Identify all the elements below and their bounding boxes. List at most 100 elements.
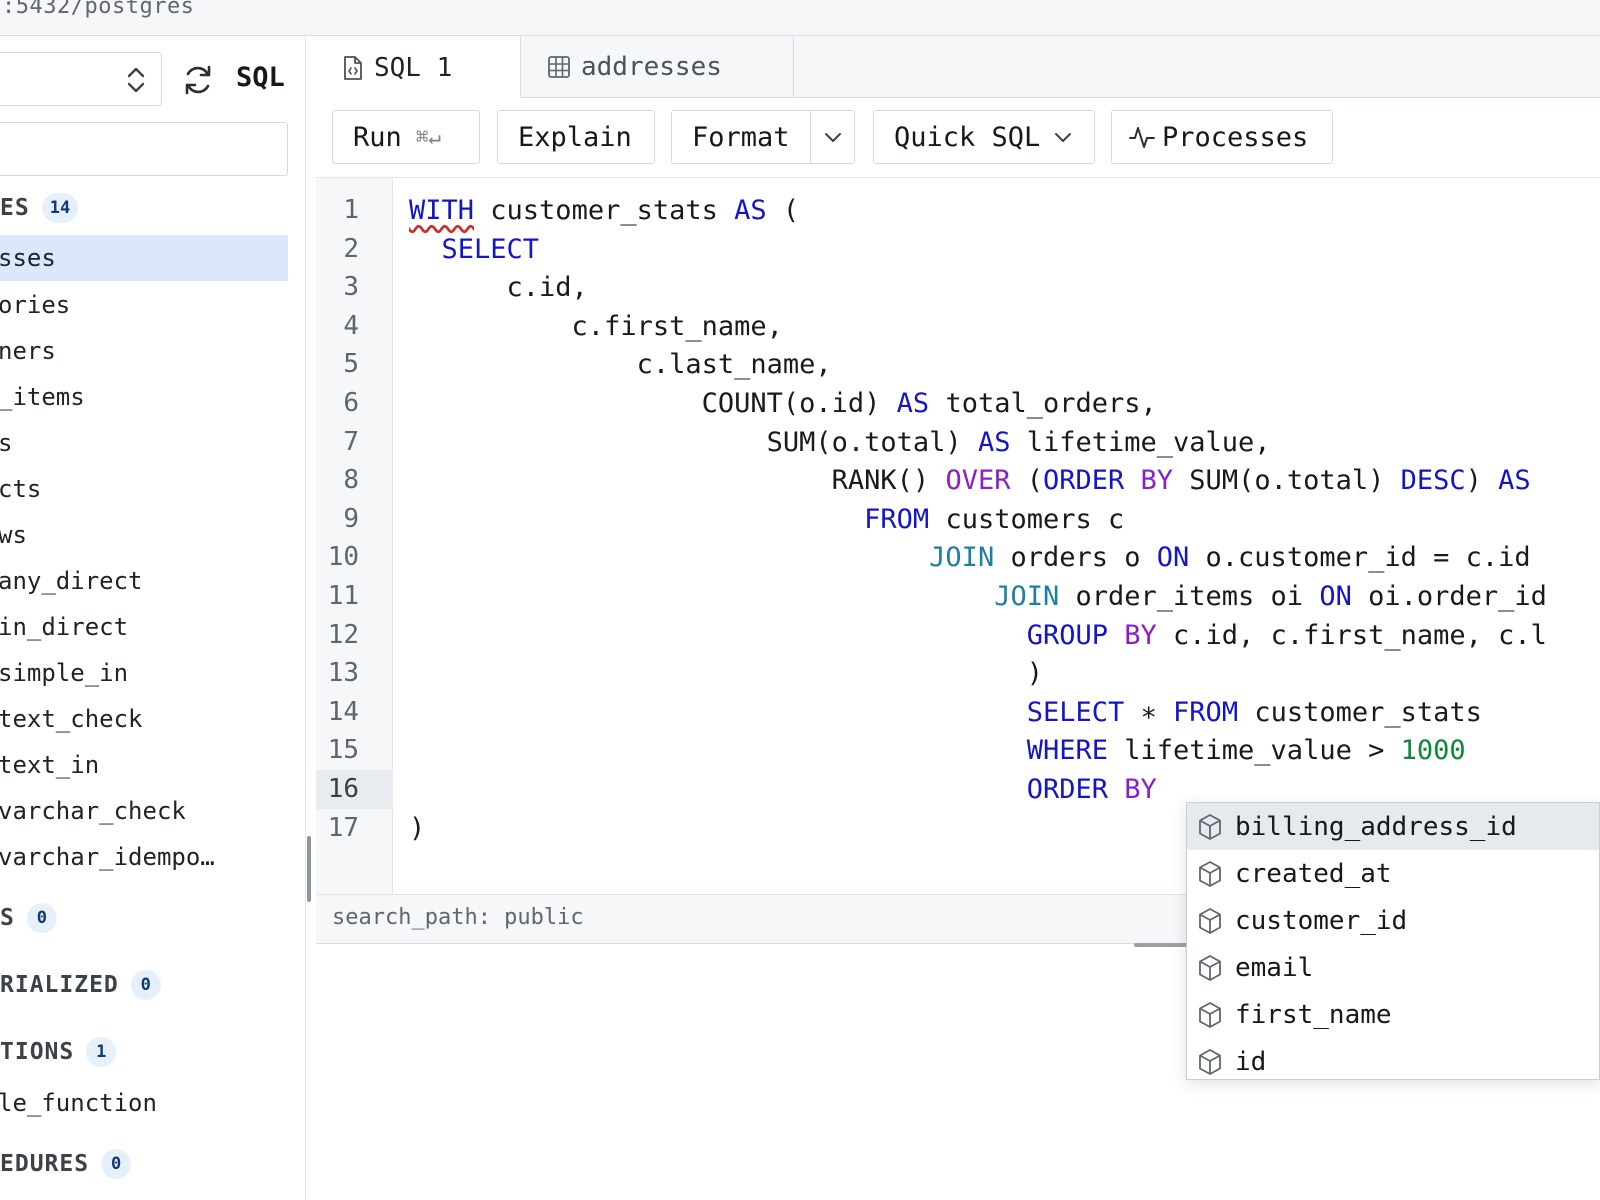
- format-options-dropdown[interactable]: [810, 111, 855, 163]
- sql-text-token: [1108, 620, 1124, 651]
- line-number: 14: [327, 696, 359, 727]
- sql-text-token: total_orders,: [929, 388, 1157, 419]
- autocomplete-option[interactable]: email: [1187, 944, 1599, 991]
- refresh-icon[interactable]: [180, 62, 216, 98]
- autocomplete-option-label: created_at: [1235, 858, 1392, 889]
- sidebar-item-function[interactable]: le_function: [0, 1080, 288, 1126]
- autocomplete-option[interactable]: id: [1187, 1038, 1599, 1079]
- tab-addresses[interactable]: addresses: [521, 36, 794, 98]
- sidebar-item-reviews[interactable]: ws: [0, 512, 288, 558]
- object-filter-input[interactable]: [0, 122, 288, 176]
- code-line: SUM(o.total) AS lifetime_value,: [409, 423, 1271, 462]
- sql-text-token: (: [766, 195, 800, 226]
- autocomplete-option[interactable]: customer_id: [1187, 897, 1599, 944]
- code-line: WITH customer_stats AS (: [409, 191, 799, 230]
- sidebar-item-simple-in[interactable]: simple_in: [0, 650, 288, 696]
- code-line: c.first_name,: [409, 307, 783, 346]
- sidebar-item-varchar-idempotent[interactable]: varchar_idempo…: [0, 834, 288, 880]
- procedures-section-header[interactable]: EDURES 0: [0, 1146, 132, 1182]
- sidebar-item-order-items[interactable]: _items: [0, 374, 288, 420]
- autocomplete-option[interactable]: created_at: [1187, 850, 1599, 897]
- schema-sidebar: SQL ES 14 sses ories ners _items s cts w…: [0, 36, 306, 1200]
- run-button[interactable]: Run ⌘↵: [332, 110, 480, 164]
- code-line: FROM customers c: [409, 500, 1124, 539]
- autocomplete-option-label: customer_id: [1235, 905, 1408, 936]
- processes-button[interactable]: Processes: [1111, 110, 1333, 164]
- sql-keyword-token: AS: [896, 388, 930, 419]
- views-section-header[interactable]: S 0: [0, 900, 57, 936]
- sidebar-item-label: text_in: [0, 751, 100, 779]
- code-line: SELECT: [409, 230, 540, 269]
- format-label: Format: [692, 121, 790, 153]
- explain-button[interactable]: Explain: [497, 110, 655, 164]
- sql-text-token: oi.order_id: [1351, 581, 1547, 612]
- sql-keyword-token: ON: [1319, 581, 1352, 612]
- sidebar-item-orders[interactable]: s: [0, 420, 288, 466]
- tab-sql-1[interactable]: SQL 1: [316, 36, 521, 99]
- editor-tab-bar: SQL 1 addresses: [316, 36, 1600, 99]
- sidebar-item-label: _items: [0, 383, 85, 411]
- sql-text-token: SUM(o.total): [409, 426, 978, 458]
- autocomplete-option[interactable]: billing_address_id: [1187, 803, 1599, 850]
- sql-text-token: SUM(o.total): [1173, 465, 1401, 497]
- sql-text-token: c.id,: [409, 272, 588, 304]
- line-number: 2: [343, 233, 359, 264]
- sidebar-item-text-check[interactable]: text_check: [0, 696, 288, 742]
- sql-keyword-token: ORDER: [1042, 465, 1125, 497]
- functions-section-header[interactable]: TIONS 1: [0, 1034, 117, 1070]
- quick-sql-dropdown[interactable]: Quick SQL: [873, 110, 1095, 164]
- explain-label: Explain: [518, 121, 632, 153]
- code-line: SELECT ∗ FROM customer_stats: [409, 693, 1482, 732]
- sidebar-item-in-direct[interactable]: in_direct: [0, 604, 288, 650]
- sidebar-item-label: varchar_idempo…: [0, 843, 215, 871]
- autocomplete-option-label: id: [1235, 1046, 1267, 1077]
- count-badge: 14: [41, 193, 79, 223]
- sidebar-item-categories[interactable]: ories: [0, 282, 288, 328]
- sql-text-token: c.last_name,: [409, 349, 832, 381]
- sql-text-token: [409, 542, 929, 573]
- sql-text-token: [1124, 465, 1140, 496]
- sql-keyword-token: WITH: [409, 195, 475, 226]
- code-line: WHERE lifetime_value > 1000: [409, 731, 1466, 770]
- sidebar-item-products[interactable]: cts: [0, 466, 288, 512]
- sql-keyword-token: GROUP: [1026, 619, 1108, 651]
- column-cube-icon: [1199, 1001, 1221, 1028]
- count-badge: 1: [86, 1037, 117, 1067]
- sql-console-button[interactable]: SQL: [236, 62, 285, 93]
- line-number: 4: [343, 310, 359, 341]
- materialized-views-section-header[interactable]: RIALIZED 0: [0, 967, 161, 1003]
- horizontal-scrollbar[interactable]: [1134, 943, 1194, 947]
- sidebar-item-varchar-check[interactable]: varchar_check: [0, 788, 288, 834]
- schema-select[interactable]: [0, 52, 162, 106]
- autocomplete-option-label: email: [1235, 952, 1314, 983]
- sidebar-resize-handle[interactable]: [307, 836, 311, 902]
- line-number: 17: [327, 812, 359, 843]
- code-line: ): [409, 809, 425, 848]
- processes-label: Processes: [1162, 121, 1309, 153]
- sql-keyword-token: AS: [734, 195, 767, 226]
- sql-text-token: [409, 581, 994, 612]
- sql-text-token: [409, 774, 1027, 805]
- sidebar-item-any-direct[interactable]: any_direct: [0, 558, 288, 604]
- line-number: 11: [327, 581, 359, 611]
- sidebar-item-customers[interactable]: ners: [0, 328, 288, 374]
- autocomplete-option[interactable]: first_name: [1187, 991, 1599, 1038]
- sidebar-item-text-in[interactable]: text_in: [0, 742, 288, 788]
- code-line: JOIN orders o ON o.customer_id = c.id: [409, 538, 1530, 577]
- sql-keyword-token: AS: [1498, 465, 1531, 497]
- run-label: Run: [353, 121, 402, 153]
- sidebar-item-label: ws: [0, 521, 27, 549]
- sql-text-token: lifetime_value >: [1108, 735, 1401, 767]
- quick-sql-label: Quick SQL: [894, 121, 1041, 153]
- tables-section-header[interactable]: ES 14: [0, 190, 79, 226]
- sql-text-token: orders o: [994, 542, 1157, 574]
- sidebar-item-label: any_direct: [0, 567, 143, 595]
- sidebar-item-addresses[interactable]: sses: [0, 235, 288, 281]
- count-badge: 0: [26, 903, 57, 933]
- code-line: c.id,: [409, 268, 588, 307]
- format-button[interactable]: Format: [671, 110, 855, 164]
- column-cube-icon: [1199, 813, 1221, 840]
- chevron-down-icon: [1055, 133, 1072, 142]
- sql-keyword-token: DESC: [1400, 465, 1466, 497]
